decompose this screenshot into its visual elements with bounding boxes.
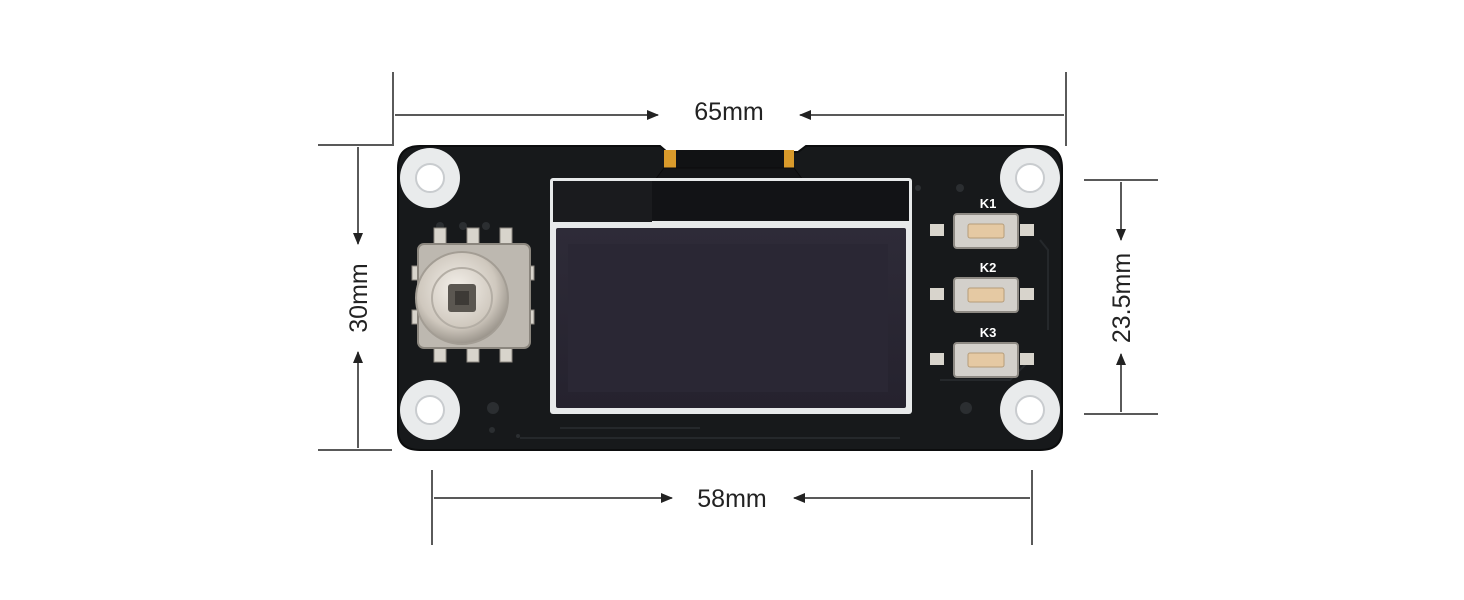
- dimension-left-height: [318, 144, 392, 451]
- mounting-hole-top-left: [400, 148, 460, 208]
- button-k1[interactable]: K1: [930, 196, 1034, 249]
- joystick-switch[interactable]: [411, 227, 535, 363]
- dimension-top-width: [392, 72, 1067, 146]
- dimension-top-width-label: 65mm: [694, 98, 763, 126]
- button-k2-label: K2: [980, 260, 997, 275]
- button-k2[interactable]: K2: [930, 260, 1034, 313]
- dimension-left-height-label: 30mm: [345, 263, 373, 332]
- dimension-bottom-width-label: 58mm: [697, 485, 766, 513]
- oled-display: [550, 178, 912, 414]
- button-k3[interactable]: K3: [930, 325, 1034, 378]
- mounting-hole-bottom-right: [1000, 380, 1060, 440]
- dimension-right-height-label: 23.5mm: [1108, 253, 1136, 343]
- dimension-right-height: [1084, 179, 1158, 415]
- dimension-bottom-width: [431, 470, 1033, 545]
- button-k1-label: K1: [980, 196, 997, 211]
- mounting-hole-top-right: [1000, 148, 1060, 208]
- mounting-hole-bottom-left: [400, 380, 460, 440]
- button-k3-label: K3: [980, 325, 997, 340]
- pcb-traces: [520, 239, 1049, 439]
